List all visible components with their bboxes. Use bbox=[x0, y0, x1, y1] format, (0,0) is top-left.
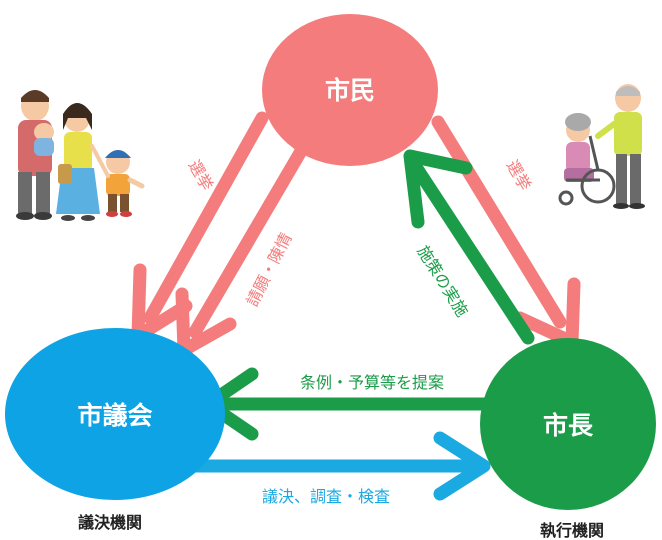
label-election-right: 選挙 bbox=[503, 157, 535, 194]
label-proposal: 条例・予算等を提案 bbox=[300, 373, 444, 392]
node-council: 市議会 bbox=[5, 328, 225, 500]
arrow-resolution bbox=[183, 431, 491, 501]
arrow-election-left bbox=[131, 111, 269, 343]
citizens-label: 市民 bbox=[325, 76, 375, 105]
label-policy: 施策の実施 bbox=[413, 242, 472, 320]
label-resolution: 議決、調査・検査 bbox=[262, 487, 390, 506]
mayor-circle bbox=[480, 338, 656, 510]
council-label: 市議会 bbox=[77, 401, 152, 430]
council-circle bbox=[5, 328, 225, 500]
family-illustration bbox=[16, 90, 145, 221]
node-mayor: 市長 bbox=[480, 338, 656, 510]
arrow-policy bbox=[403, 149, 535, 345]
label-election-left: 選挙 bbox=[185, 157, 217, 194]
mayor-role-label: 執行機関 bbox=[540, 521, 604, 540]
citizens-circle bbox=[262, 14, 438, 166]
node-citizens: 市民 bbox=[262, 14, 438, 166]
mayor-label: 市長 bbox=[543, 411, 594, 440]
elderly-illustration bbox=[558, 84, 645, 209]
council-role-label: 議決機関 bbox=[78, 513, 142, 532]
